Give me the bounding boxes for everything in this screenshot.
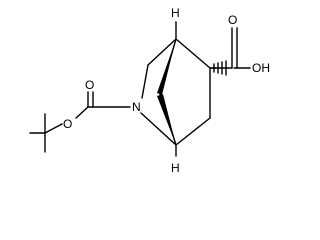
atom-label-acid-o: O (228, 13, 237, 27)
bond-bottom-bridgehead-to-ch2 (175, 117, 211, 146)
atom-label-h-bottom: H (171, 161, 180, 175)
bond-ch2-to-bridgehead-top (147, 38, 177, 66)
bond-ester-o-to-carbamate (75, 106, 89, 119)
atom-label-ester-o: O (63, 117, 72, 131)
atom-label-oh: OH (252, 61, 270, 75)
hashed-bond-acid (211, 60, 227, 76)
bond-n-to-ch2 (141, 64, 149, 99)
bond-tbu-to-ester-o (44, 123, 63, 134)
wedge-top-bridgehead (157, 39, 176, 95)
wedge-bottom-bridgehead (157, 94, 176, 145)
bond-acid-carbon-to-top-bridgehead (175, 38, 211, 69)
stereo-wedges (157, 39, 227, 145)
bond-n-to-bridgehead-bottom (140, 112, 177, 146)
chemical-structure: O O N H H O OH (29, 6, 270, 175)
bond-lines (29, 21, 251, 157)
atom-label-carbamate-o: O (85, 78, 94, 92)
atom-labels: O O N H H O OH (63, 6, 270, 175)
atom-label-h-top: H (171, 6, 180, 20)
atom-label-n: N (132, 100, 141, 114)
